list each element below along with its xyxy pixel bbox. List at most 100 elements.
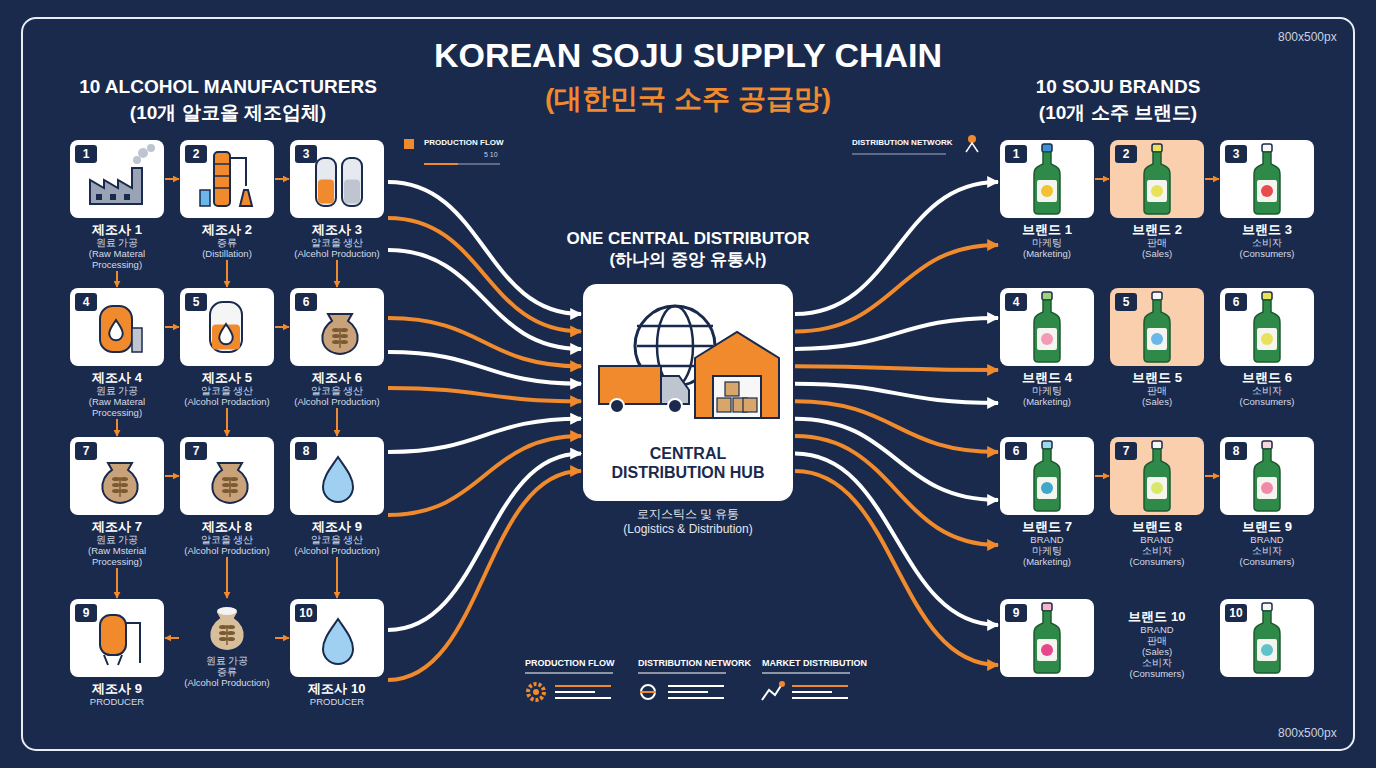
icon-tile: 10 bbox=[290, 599, 384, 677]
size-note: 800x500px bbox=[1278, 726, 1337, 740]
node-role: 알코올 생산 bbox=[180, 534, 274, 545]
legend-text: MARKET DISTRIBUTION bbox=[762, 658, 867, 668]
callout-number: 6 bbox=[295, 293, 317, 311]
maker-node: 7제조사 7원료 가공(Raw Msterial Processing) bbox=[70, 437, 164, 567]
soju-bottle bbox=[1254, 292, 1280, 362]
flow-arrow bbox=[388, 388, 581, 401]
node-role: (Alcohol Production) bbox=[180, 545, 274, 556]
maker-node: 6제조사 6알코올 생산(Alcohol Production) bbox=[290, 288, 384, 407]
icon-tile: 4 bbox=[1000, 288, 1094, 366]
icon-tile: 3 bbox=[290, 140, 384, 218]
node-role: 증류 bbox=[180, 666, 274, 677]
icon-tile: 8 bbox=[290, 437, 384, 515]
callout-number: 6 bbox=[1225, 293, 1247, 311]
flow-arrow bbox=[795, 401, 998, 452]
step-arrow bbox=[165, 637, 179, 639]
node-role: (Alcohol Production) bbox=[180, 677, 274, 688]
icon-tile: 1 bbox=[1000, 140, 1094, 218]
tank-icon bbox=[316, 158, 336, 206]
maker-node: 3제조사 3알코올 생산(Alcehol Production) bbox=[290, 140, 384, 259]
node-role: 알코올 생산 bbox=[180, 385, 274, 396]
node-role: (Consumers) bbox=[1110, 556, 1204, 567]
node-name: 제조사 10 bbox=[290, 681, 384, 696]
maker-node: 8제조사 9알코올 생산(Alcohol Production) bbox=[290, 437, 384, 556]
icon-tile: 4 bbox=[70, 288, 164, 366]
brand-node: 7브랜드 8BRAND소비자(Consumers) bbox=[1110, 437, 1204, 567]
soju-bottle bbox=[1034, 144, 1060, 214]
legend-text: DISTRIBUTION NETWORK bbox=[638, 658, 751, 668]
brand-node: 10 bbox=[1220, 599, 1314, 681]
soju-bottle bbox=[1034, 441, 1060, 511]
maker-node: 2제조사 2증류(Distillation) bbox=[180, 140, 274, 259]
icon-tile: 6 bbox=[290, 288, 384, 366]
legend-text: PRODUCTION FLOW bbox=[525, 658, 615, 668]
heading: (10개 알코올 제조업체) bbox=[130, 100, 326, 126]
node-name: 제조사 2 bbox=[180, 222, 274, 237]
flow-arrow bbox=[388, 352, 581, 384]
step-arrow bbox=[226, 260, 228, 287]
step-arrow bbox=[116, 419, 118, 436]
icon-tile: 2 bbox=[1110, 140, 1204, 218]
step-arrow bbox=[165, 475, 179, 477]
node-role: 알코올 생산 bbox=[290, 534, 384, 545]
icon-tile: 10 bbox=[1220, 599, 1314, 677]
callout-number: 10 bbox=[1225, 604, 1247, 622]
callout-number: 8 bbox=[295, 442, 317, 460]
node-name: 브랜드 6 bbox=[1220, 370, 1314, 385]
heading: (10개 소주 브랜드) bbox=[1039, 100, 1197, 126]
heading: 10 ALCOHOL MANUFACTURERS bbox=[79, 76, 377, 98]
node-name: 브랜드 10 bbox=[1110, 609, 1204, 624]
node-role: (Sales) bbox=[1110, 646, 1204, 657]
node-name: 제조사 5 bbox=[180, 370, 274, 385]
callout-number: 10 bbox=[295, 604, 317, 622]
diagram-title: KOREAN SOJU SUPPLY CHAIN bbox=[434, 36, 942, 75]
hub-subtitle: 로지스틱스 및 유통 bbox=[553, 507, 823, 522]
node-role: (Marketing) bbox=[1000, 556, 1094, 567]
flow-indicator bbox=[404, 135, 978, 164]
hub-title: CENTRAL DISTRIBUTION HUB bbox=[593, 444, 783, 482]
sack-icon bbox=[322, 314, 357, 354]
soju-bottle bbox=[1254, 441, 1280, 511]
icon-tile: 6 bbox=[1220, 288, 1314, 366]
maker-node: 9제조사 9PRODUCER bbox=[70, 599, 164, 707]
brand-node: 6브랜드 6소비자(Consumers) bbox=[1220, 288, 1314, 407]
small-caption: DISTRIBUTION NETWORK bbox=[852, 138, 952, 147]
node-name: 브랜드 3 bbox=[1220, 222, 1314, 237]
factory-icon bbox=[90, 168, 142, 204]
icon-tile: 5 bbox=[180, 288, 274, 366]
sack-icon bbox=[212, 463, 247, 503]
node-role: (Consumers) bbox=[1110, 668, 1204, 679]
node-name: 브랜드 1 bbox=[1000, 222, 1094, 237]
callout-number: 2 bbox=[185, 145, 207, 163]
callout-number: 3 bbox=[295, 145, 317, 163]
node-role: 원료 가공 bbox=[70, 534, 164, 545]
node-name: 제조사 9 bbox=[290, 519, 384, 534]
still-icon bbox=[214, 152, 230, 206]
node-role: (Consumers) bbox=[1220, 248, 1314, 259]
maker-node: 1제조사 1원료 가공(Raw Materal Processing) bbox=[70, 140, 164, 270]
node-role: (Marketing) bbox=[1000, 396, 1094, 407]
node-role: (Raw Msterial Processing) bbox=[70, 545, 164, 567]
icon-tile: 7 bbox=[180, 437, 274, 515]
node-role: 원료 가공 bbox=[180, 655, 274, 666]
node-role: 원료 가공 bbox=[70, 237, 164, 248]
flow-arrow bbox=[795, 471, 998, 665]
hub-node: ONE CENTRAL DISTRIBUTOR(하나의 중앙 유통사)CENTR… bbox=[583, 228, 793, 537]
node-role: BRAND bbox=[1220, 534, 1314, 545]
node-role: (Distillation) bbox=[180, 248, 274, 259]
hub-heading: (하나의 중앙 유통사) bbox=[523, 249, 853, 270]
node-role: 소비자 bbox=[1220, 385, 1314, 396]
soju-bottle bbox=[1144, 441, 1170, 511]
hub-tile: CENTRAL DISTRIBUTION HUB bbox=[583, 284, 793, 501]
callout-number: 9 bbox=[1005, 604, 1027, 622]
tank-icon bbox=[342, 158, 362, 206]
brand-node: 4브랜드 4마케팅(Marketing) bbox=[1000, 288, 1094, 407]
step-arrow bbox=[226, 408, 228, 436]
soju-bottle bbox=[1144, 292, 1170, 362]
legend-symbol bbox=[762, 673, 850, 700]
step-arrow bbox=[275, 178, 289, 180]
brand-node: 5브랜드 5판매(Sales) bbox=[1110, 288, 1204, 407]
soju-bottle bbox=[1034, 603, 1060, 673]
flow-arrow bbox=[388, 318, 581, 366]
